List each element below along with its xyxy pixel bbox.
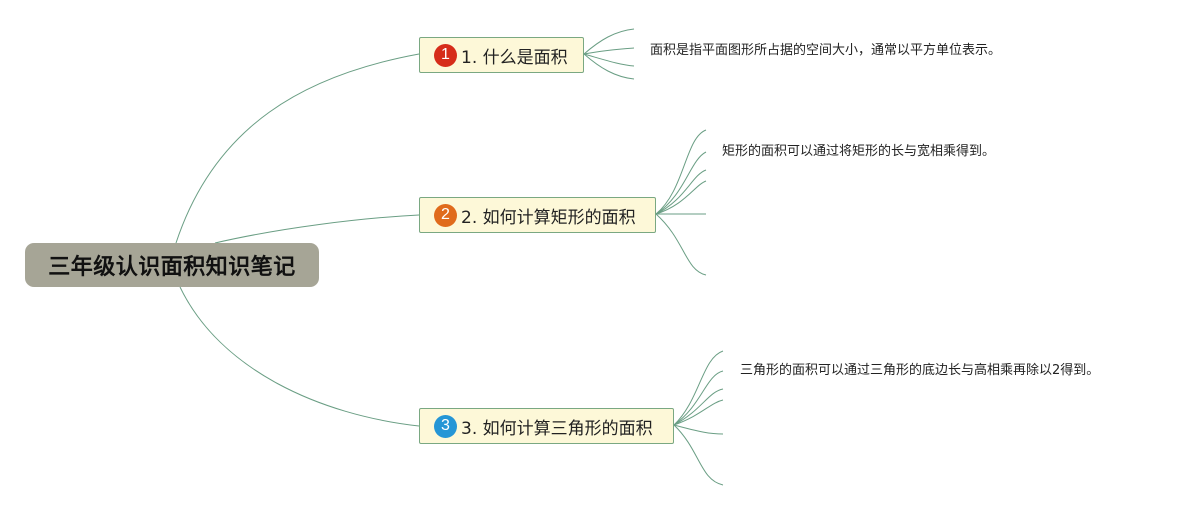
connector-topic-2-branch-f — [655, 213, 707, 276]
connector-root-topic-2 — [214, 214, 420, 244]
priority-2-badge-icon: 2 — [434, 203, 457, 227]
connector-topic-3-branch-e — [673, 424, 724, 435]
connector-topic-3-branch-c — [673, 388, 724, 426]
topic-label: 1. 什么是面积 — [461, 47, 568, 68]
topic-label: 2. 如何计算矩形的面积 — [461, 207, 636, 228]
connector-topic-2-branch-c — [655, 169, 707, 215]
connector-topic-3-branch-a — [673, 350, 724, 426]
root-label: 三年级认识面积知识笔记 — [48, 255, 296, 280]
topic-node-3[interactable]: 3 3. 如何计算三角形的面积 — [419, 408, 674, 444]
topic-node-1[interactable]: 1 1. 什么是面积 — [419, 37, 584, 73]
priority-1-badge-icon: 1 — [434, 43, 457, 67]
connector-topic-2-branch-a — [655, 129, 707, 215]
connector-topic-3-branch-d — [673, 399, 724, 426]
connector-root-topic-1 — [175, 53, 420, 244]
topic-label: 3. 如何计算三角形的面积 — [461, 418, 653, 439]
connector-topic-3-branch-f — [673, 424, 724, 486]
connector-topic-3-branch-b — [673, 370, 724, 426]
connector-topic-1-branch-a — [583, 28, 635, 55]
connector-topic-2-branch-d — [655, 180, 707, 215]
note-topic-3[interactable]: 三角形的面积可以通过三角形的底边长与高相乘再除以2得到。 — [740, 363, 1100, 378]
connector-topic-1-branch-b — [583, 47, 635, 55]
priority-3-badge-icon: 3 — [434, 414, 457, 438]
connector-topic-1-branch-c — [583, 53, 635, 67]
note-topic-2[interactable]: 矩形的面积可以通过将矩形的长与宽相乘得到。 — [722, 144, 996, 159]
connector-root-topic-3 — [179, 286, 420, 427]
connector-topic-2-branch-b — [655, 151, 707, 215]
topic-node-2[interactable]: 2 2. 如何计算矩形的面积 — [419, 197, 656, 233]
root-node[interactable]: 三年级认识面积知识笔记 — [25, 243, 319, 287]
connector-topic-1-branch-d — [583, 53, 635, 80]
note-topic-1[interactable]: 面积是指平面图形所占据的空间大小，通常以平方单位表示。 — [650, 43, 1002, 58]
